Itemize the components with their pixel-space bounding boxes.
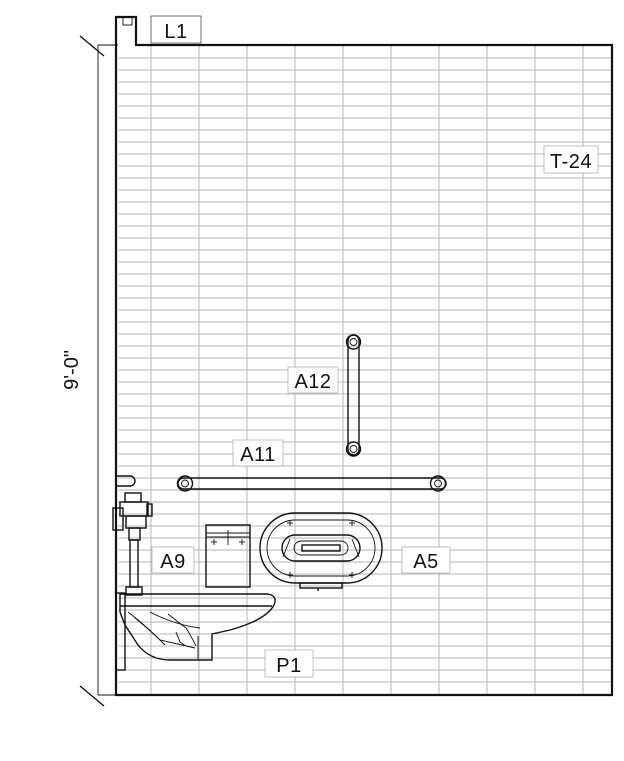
tag-a5: A5 (401, 546, 451, 574)
side-wall-grab-bar (116, 475, 136, 487)
tag-a5-text: A5 (413, 551, 438, 573)
vertical-grab-bar (345, 334, 362, 457)
horizontal-grab-bar (176, 475, 447, 492)
tag-a12: A12 (287, 366, 339, 394)
toilet-tissue-dispenser (259, 512, 383, 591)
tag-l1-text: L1 (164, 21, 187, 43)
height-dimension-label: 9'-0" (61, 350, 83, 390)
tag-a12-text: A12 (294, 371, 331, 393)
tile-grid (118, 46, 611, 694)
height-dimension: 9'-0" (61, 35, 118, 707)
tag-a11-text: A11 (240, 444, 276, 466)
seat-cover-dispenser (205, 524, 251, 588)
tag-a11: A11 (232, 439, 284, 467)
tag-p1: P1 (264, 649, 314, 678)
tag-t24-text: T-24 (550, 151, 592, 173)
tag-t24: T-24 (543, 145, 599, 174)
flush-valve (112, 492, 153, 596)
water-closet (115, 592, 276, 671)
tag-l1: L1 (150, 15, 202, 44)
tag-a9: A9 (151, 546, 195, 574)
tag-a9-text: A9 (160, 551, 185, 573)
tag-p1-text: P1 (276, 655, 301, 677)
